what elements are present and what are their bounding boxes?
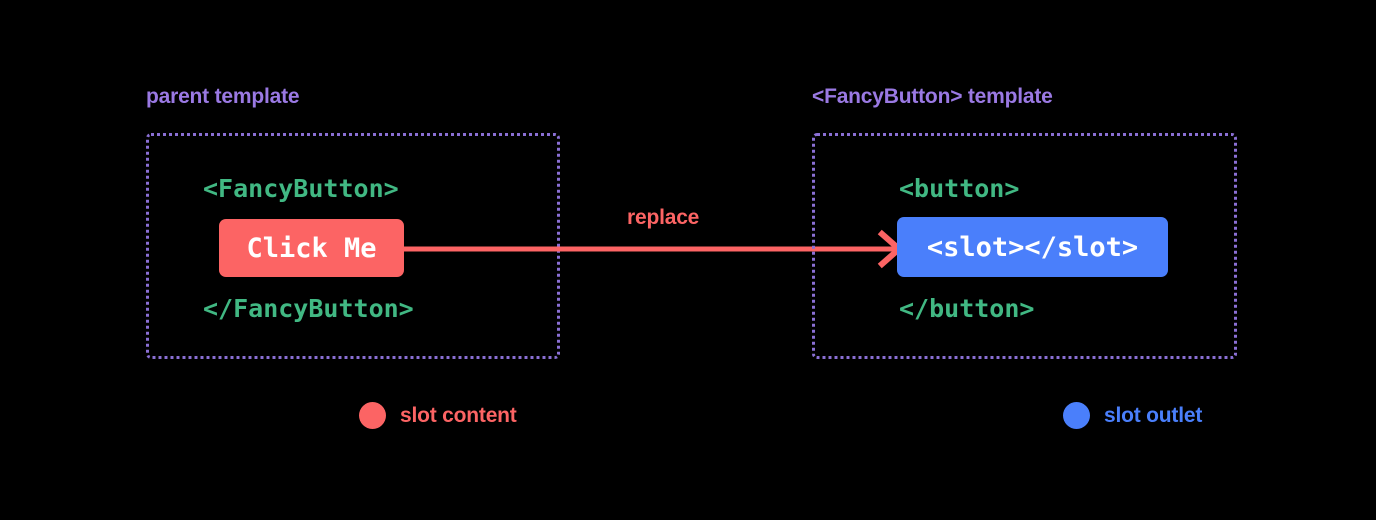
- legend-label-slot-outlet: slot outlet: [1104, 403, 1203, 427]
- code-close-fancybutton-tag: </FancyButton>: [203, 294, 414, 323]
- legend-item-slot-outlet: slot outlet: [1063, 402, 1202, 429]
- fancybutton-template-panel: [812, 133, 1237, 359]
- legend-item-slot-content: slot content: [359, 402, 517, 429]
- fancybutton-template-label: <FancyButton> template: [812, 85, 1053, 108]
- slot-content-circle-icon: [359, 402, 386, 429]
- code-open-fancybutton-tag: <FancyButton>: [203, 174, 399, 203]
- code-open-button-tag: <button>: [899, 174, 1020, 203]
- parent-template-panel: [146, 133, 560, 359]
- slot-outlet-chip[interactable]: <slot></slot>: [897, 217, 1168, 277]
- slot-content-chip[interactable]: Click Me: [219, 219, 404, 277]
- parent-template-label: parent template: [146, 85, 300, 108]
- replace-arrow-label: replace: [627, 206, 700, 229]
- legend-label-slot-content: slot content: [400, 403, 517, 427]
- slot-outlet-circle-icon: [1063, 402, 1090, 429]
- code-close-button-tag: </button>: [899, 294, 1035, 323]
